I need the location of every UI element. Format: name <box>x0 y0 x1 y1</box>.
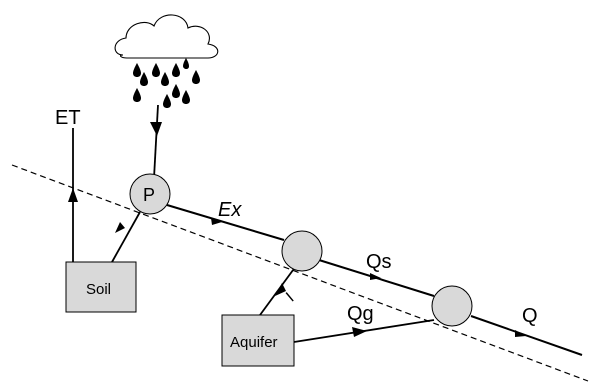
i-label: I <box>283 290 297 306</box>
qg-label: Qg <box>347 303 374 325</box>
soil-box <box>65 261 137 313</box>
qs-arrow-icon <box>370 273 381 280</box>
cloud-icon <box>114 14 219 59</box>
ex-arrow-icon <box>211 218 222 225</box>
q-arrow-icon <box>515 330 526 337</box>
soil-box-label: Soil <box>86 281 111 298</box>
et-arrowhead-icon <box>68 188 78 202</box>
p-label: P <box>143 185 155 205</box>
precip-arrowhead-icon <box>150 122 162 136</box>
ground-surface-line <box>11 164 589 382</box>
aquifer-box-label: Aquifer <box>230 334 278 351</box>
raindrops-icon <box>133 58 200 108</box>
ex-label: Ex <box>218 199 242 221</box>
aquifer-box <box>221 314 295 367</box>
flow-line-q <box>470 315 583 356</box>
qs-label: Qs <box>366 251 392 273</box>
soil-arrowhead-icon <box>115 222 125 233</box>
qg-arrowhead-icon <box>352 327 367 337</box>
et-label: ET <box>55 107 81 129</box>
outlet-node <box>431 285 473 327</box>
recharge-arrowhead-icon <box>275 283 286 296</box>
q-label: Q <box>522 305 538 327</box>
flow-line-ex <box>166 204 285 241</box>
precipitation-node <box>129 173 171 215</box>
precipitation-arrow <box>153 104 159 179</box>
runoff-node <box>281 230 323 272</box>
infiltration-soil-arrow <box>111 211 141 263</box>
